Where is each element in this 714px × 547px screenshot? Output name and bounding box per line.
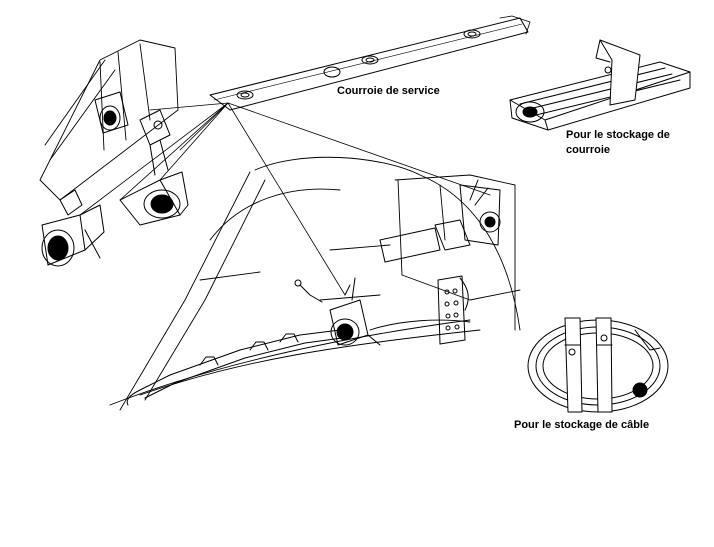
strap-storage-label-line2: courroie [566,144,611,156]
cable-storage-label: Pour le stockage de câble [514,419,650,431]
cable-storage-illustration [527,317,669,413]
floor-rail [126,329,343,406]
strap-storage-label: Pour le stockage de courroie [566,128,670,158]
strap-storage-label-line1: Pour le stockage de [566,129,670,141]
switch-panel [437,275,469,345]
service-strap [209,15,531,111]
fuselage-structure [39,39,521,411]
service-strap-label: Courroie de service [337,85,440,97]
leader-lines [79,102,491,296]
right-bracket-lamp [379,179,501,263]
left-lamp-cluster [41,91,189,267]
strap-storage-illustration [509,39,691,131]
center-lamp [294,277,381,346]
